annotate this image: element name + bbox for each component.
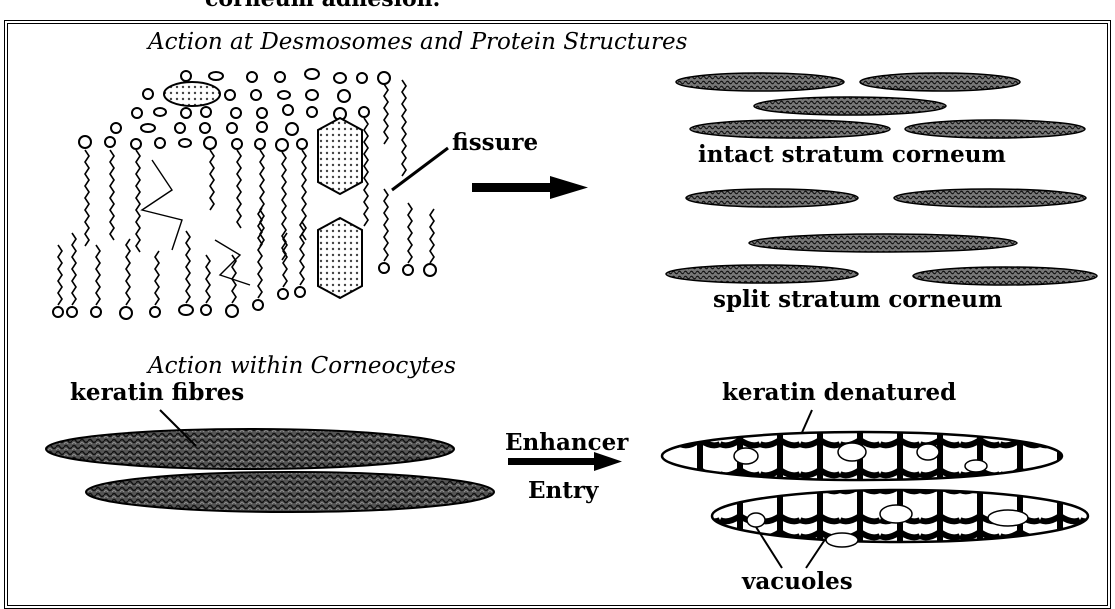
- label-fissure: fissure: [452, 129, 538, 156]
- lipid-tails: [58, 80, 434, 305]
- disrupted-lipid-lines: [142, 160, 182, 250]
- label-split: split stratum corneum: [713, 286, 1002, 313]
- desmosome-lower: [318, 218, 362, 298]
- arrow-top: [472, 176, 588, 199]
- label-enhancer: Enhancer: [505, 429, 629, 456]
- title-desmosomes: Action at Desmosomes and Protein Structu…: [146, 29, 688, 55]
- keratin-corneocytes: [46, 429, 494, 512]
- intact-stratum-corneum: [676, 73, 1085, 138]
- protein-blob: [164, 82, 220, 106]
- label-entry: Entry: [528, 477, 599, 504]
- fissure-pointer: [392, 148, 448, 190]
- lipid-bilayer-illustration: [53, 69, 436, 319]
- label-keratin-fibres: keratin fibres: [70, 379, 244, 406]
- lipid-head-groups: [53, 69, 436, 319]
- desmosome-upper: [318, 118, 362, 194]
- denatured-corneocytes: [662, 432, 1088, 542]
- label-vacuoles: vacuoles: [741, 568, 853, 595]
- title-corneocytes: Action within Corneocytes: [146, 353, 456, 379]
- split-stratum-corneum: [666, 189, 1097, 285]
- label-intact: intact stratum corneum: [698, 141, 1006, 168]
- label-keratin-denatured: keratin denatured: [722, 379, 956, 406]
